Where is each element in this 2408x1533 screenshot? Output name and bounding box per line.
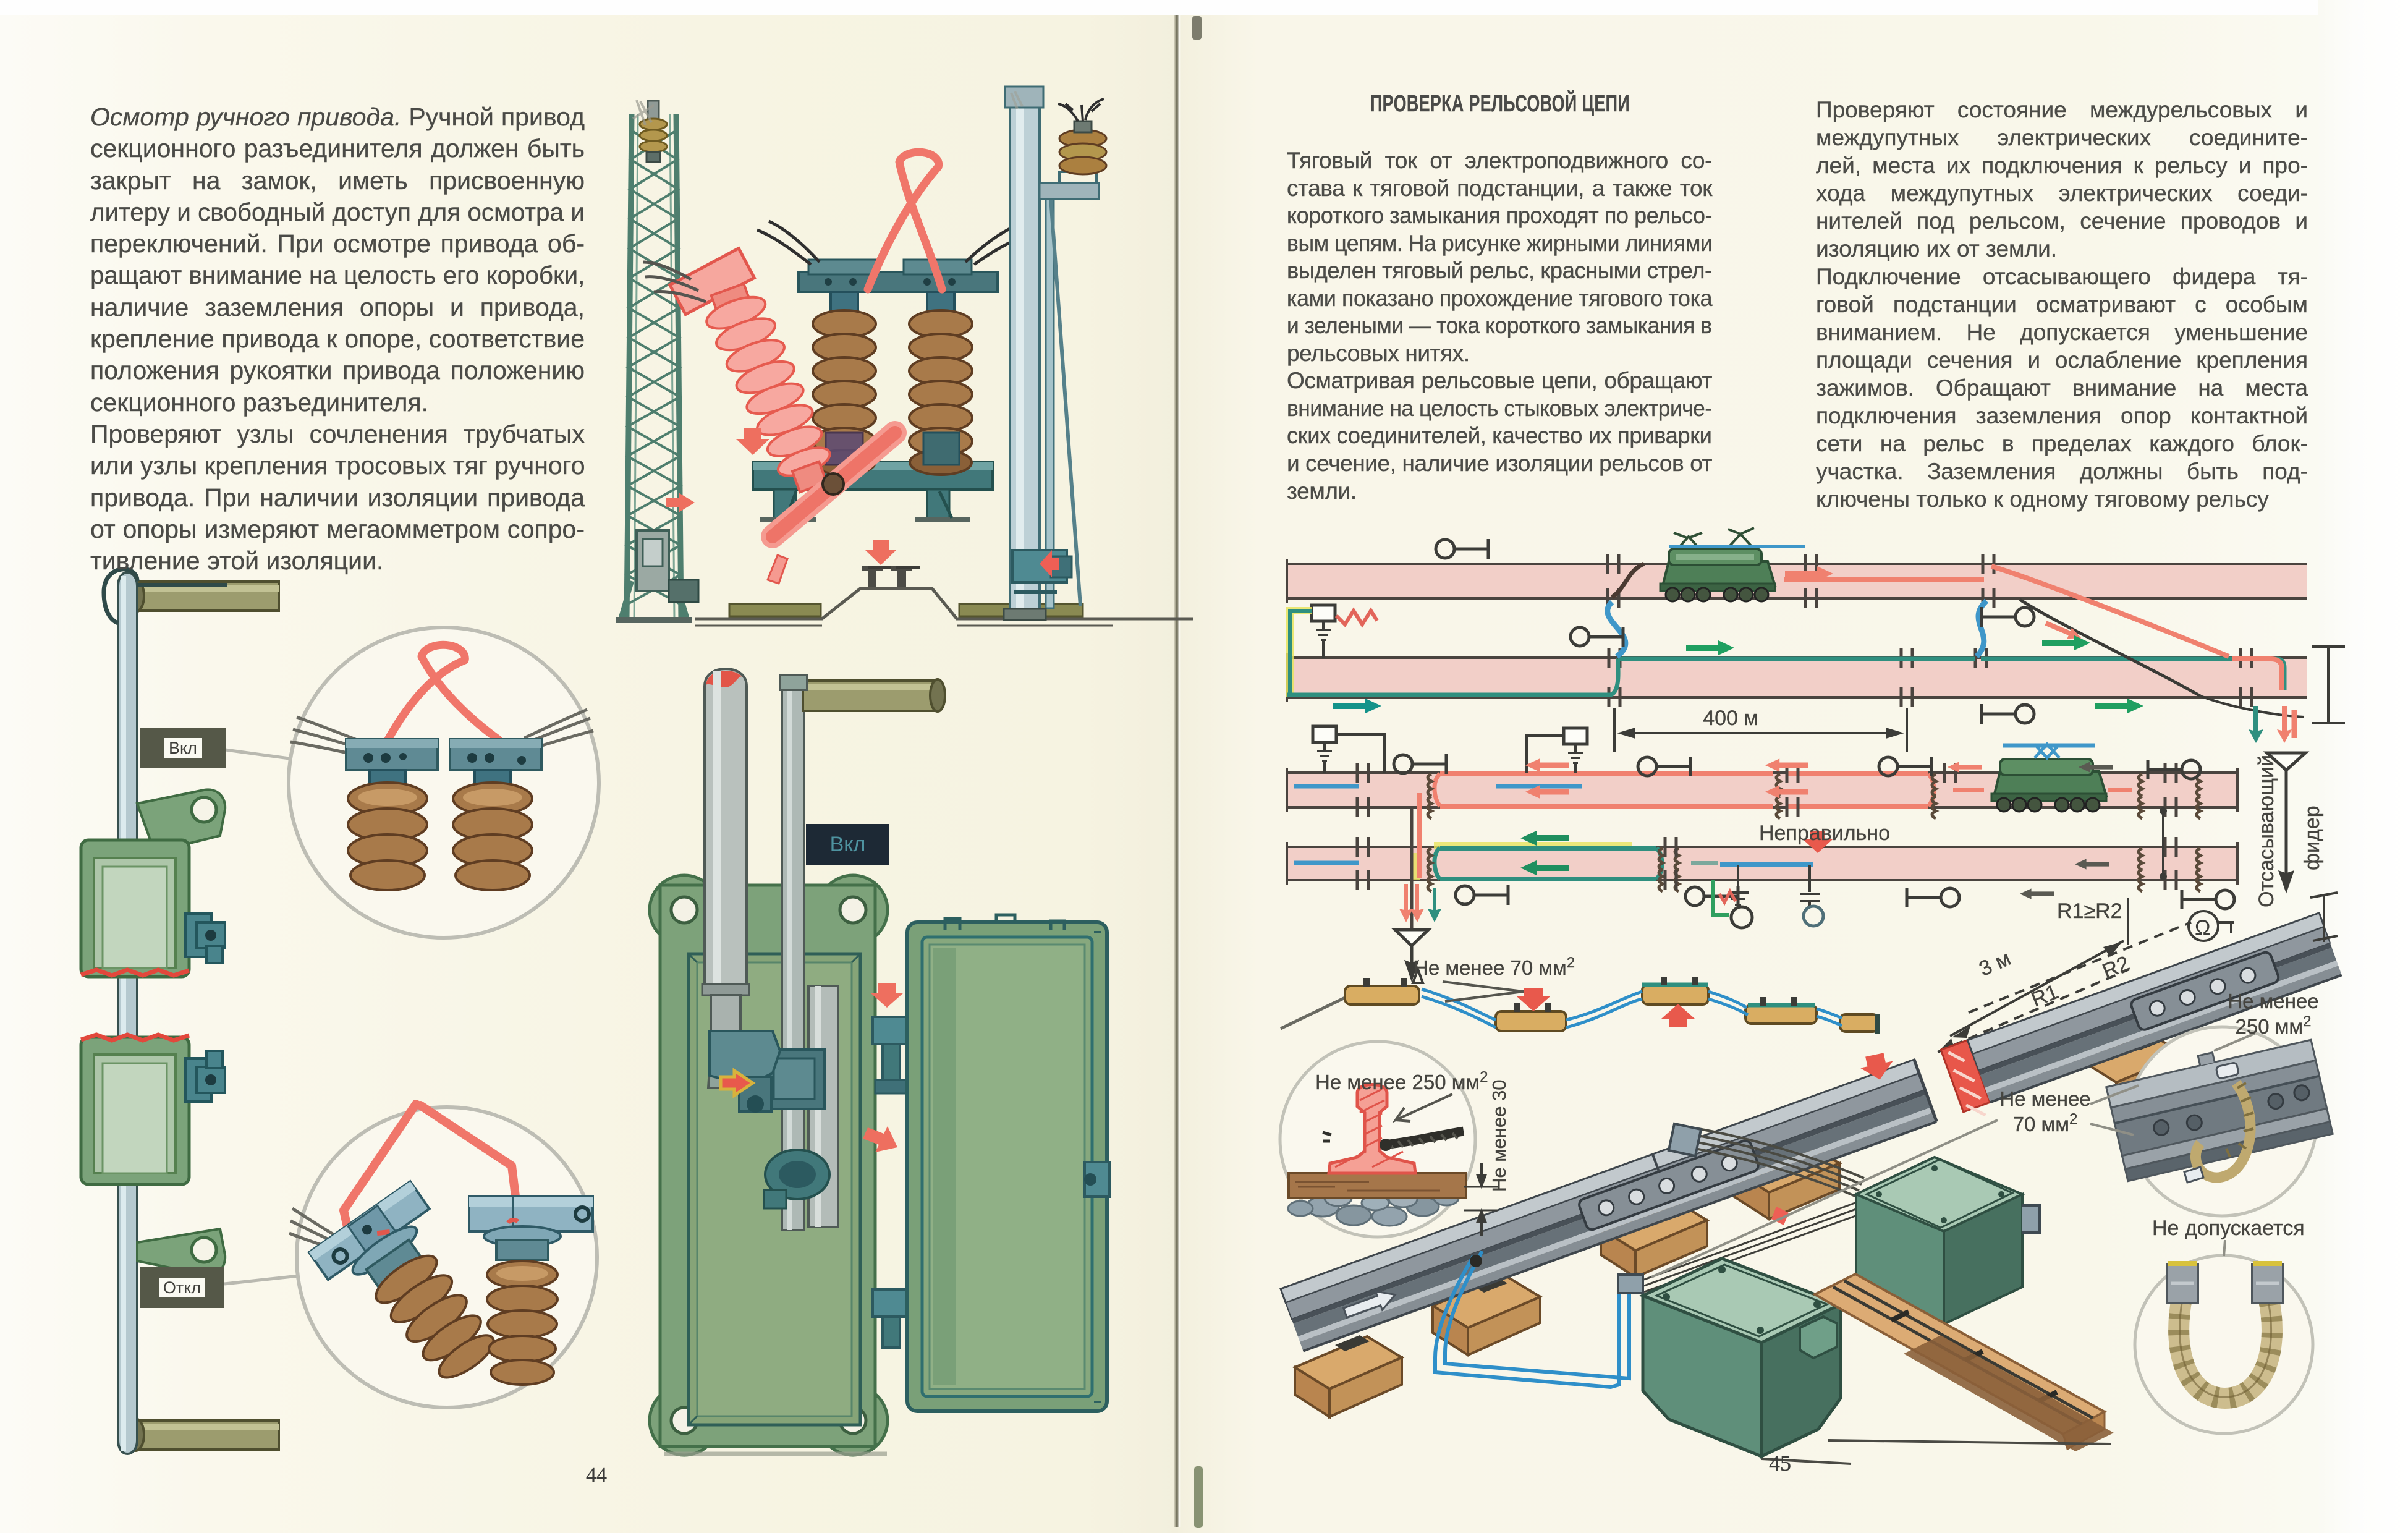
- svg-text:Ω: Ω: [2195, 916, 2210, 940]
